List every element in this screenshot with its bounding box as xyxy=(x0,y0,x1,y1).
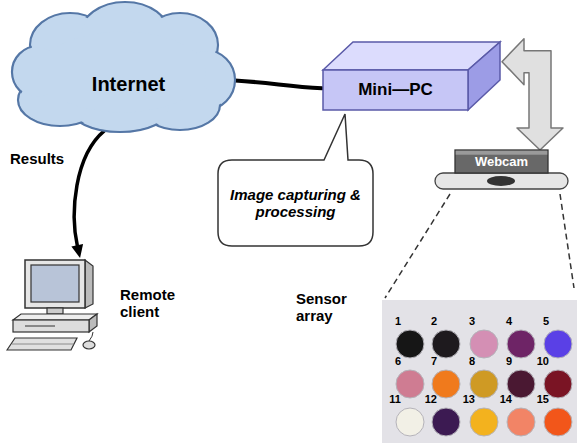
keyboard xyxy=(7,338,77,350)
case-side xyxy=(89,314,97,332)
webcam-body xyxy=(455,150,548,173)
photo-ground xyxy=(382,300,577,443)
view-line xyxy=(385,194,450,298)
callout-bubble: Image capturing & processing xyxy=(218,160,373,246)
callout-number: 5 xyxy=(531,315,549,328)
edge-label: Results xyxy=(8,150,66,167)
lens-housing xyxy=(435,173,568,189)
key-row xyxy=(12,344,74,345)
box3d-shape xyxy=(322,38,502,112)
callout-number: 3 xyxy=(457,315,475,328)
webcam-box: Webcam xyxy=(455,150,548,173)
callout-number: 15 xyxy=(531,393,549,406)
callout-number: 4 xyxy=(494,315,512,328)
view-line xyxy=(560,194,574,288)
internet-cloud: Internet xyxy=(10,0,235,132)
callout-number: 1 xyxy=(383,315,401,328)
callout-text: Image capturing & processing xyxy=(226,186,365,220)
callout-number: 7 xyxy=(419,355,437,368)
computer-icon: Remote client xyxy=(5,258,100,352)
connector-line xyxy=(235,81,322,89)
callout-number: 2 xyxy=(419,315,437,328)
box-front xyxy=(323,70,468,110)
callout-number: 10 xyxy=(531,355,549,368)
cloud-fill xyxy=(39,32,206,113)
mouse-cord xyxy=(89,332,93,341)
sensor-spot xyxy=(544,330,572,358)
sensor-spot xyxy=(470,408,498,436)
sensor-spot xyxy=(396,408,424,436)
sensor-array-photo: Sensor array123456789101112131415 xyxy=(382,300,577,443)
cloud-shape xyxy=(10,0,235,132)
connector-line xyxy=(74,131,104,247)
computer-shape xyxy=(5,258,100,352)
sensor-spot xyxy=(432,330,460,358)
case-front xyxy=(13,320,89,332)
lens xyxy=(487,176,515,186)
callout-number: 13 xyxy=(457,393,475,406)
drive-slot xyxy=(25,326,55,327)
sensor-spot xyxy=(507,408,535,436)
box-label: Mini—PC xyxy=(358,80,433,100)
callout-number: 11 xyxy=(383,393,401,406)
webcam-label: Webcam xyxy=(475,154,528,169)
case-top xyxy=(13,314,97,320)
callout-number: 14 xyxy=(494,393,512,406)
node-heading: Sensor array xyxy=(296,290,368,324)
cloud-label: Internet xyxy=(92,73,165,96)
screen xyxy=(31,265,79,302)
monitor xyxy=(25,260,85,308)
connector xyxy=(502,39,563,150)
mouse xyxy=(83,341,95,349)
box-side xyxy=(468,42,500,110)
callout-number: 6 xyxy=(383,355,401,368)
callout-number: 8 xyxy=(457,355,475,368)
sensor-spot xyxy=(544,408,572,436)
callout-number: 12 xyxy=(419,393,437,406)
sensor-spot xyxy=(396,330,424,358)
connector xyxy=(235,81,322,89)
monitor-back xyxy=(85,260,93,308)
bubble-outline xyxy=(218,114,373,246)
sensor-spot xyxy=(507,330,535,358)
text-area: Mini—PC xyxy=(323,70,468,110)
callout-number: 9 xyxy=(494,355,512,368)
node-heading: Remote client xyxy=(120,286,190,320)
sensor-spot xyxy=(470,330,498,358)
stand xyxy=(47,308,63,314)
text-area: Webcam xyxy=(455,150,548,173)
block-arrow xyxy=(502,39,563,150)
text-area: Image capturing & processing xyxy=(218,160,373,246)
sensor-spot xyxy=(432,408,460,436)
text-area: Internet xyxy=(22,36,235,132)
mini-pc-box: Mini—PC xyxy=(322,38,502,112)
connector xyxy=(71,131,104,258)
